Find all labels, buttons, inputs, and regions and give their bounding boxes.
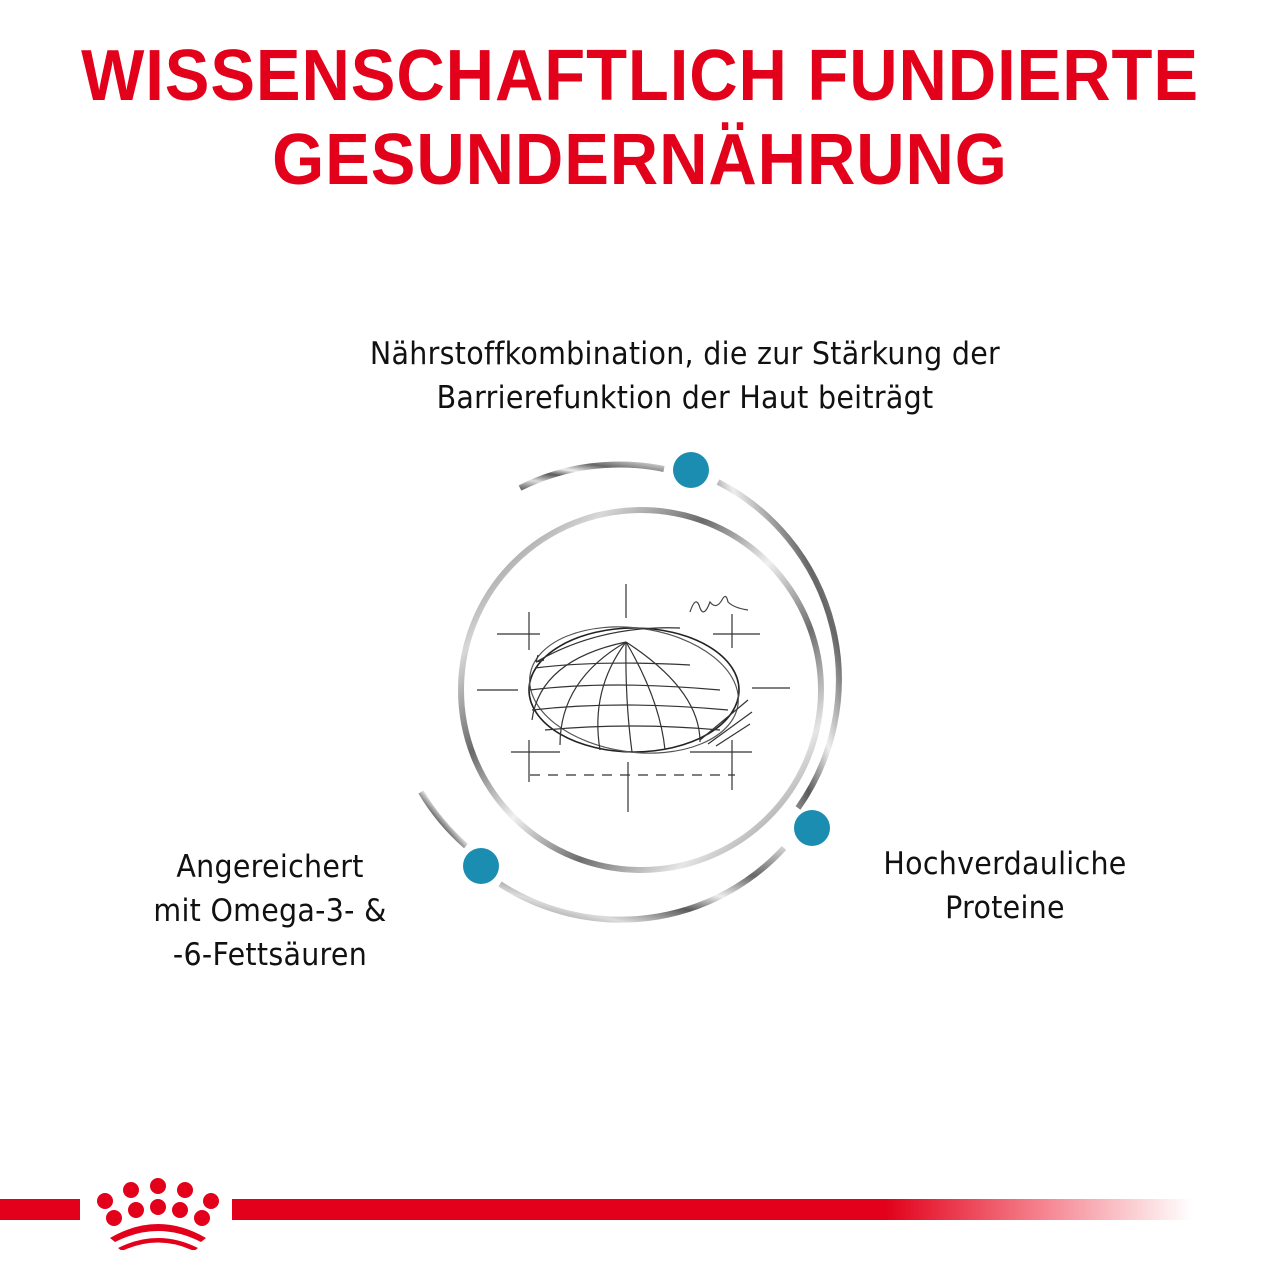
benefit-skin-barrier-line-1: Nährstoffkombination, die zur Stärkung d… xyxy=(369,336,1001,372)
benefit-proteins-line-2: Proteine xyxy=(945,890,1065,926)
kibble-sketch-icon xyxy=(477,584,790,812)
footer-bar-left xyxy=(0,1199,80,1220)
royal-crown-logo-icon xyxy=(97,1178,219,1250)
benefit-omega-line-1: Angereichert xyxy=(176,849,364,885)
benefit-digestible-proteins: Hochverdauliche Proteine xyxy=(853,842,1157,930)
benefit-omega-line-3: -6-Fettsäuren xyxy=(172,937,368,973)
headline-line-1: WISSENSCHAFTLICH FUNDIERTE xyxy=(81,36,1199,116)
headline-line-2: GESUNDERNÄHRUNG xyxy=(272,120,1008,200)
benefit-omega-line-2: mit Omega-3- & xyxy=(153,893,387,929)
footer-bar-right xyxy=(232,1199,1192,1220)
benefit-dot-left xyxy=(463,848,499,884)
benefit-skin-barrier-line-2: Barrierefunktion der Haut beiträgt xyxy=(436,380,934,416)
benefit-skin-barrier: Nährstoffkombination, die zur Stärkung d… xyxy=(276,332,1095,420)
benefit-dot-top xyxy=(673,452,709,488)
benefit-omega-fatty-acids: Angereichert mit Omega-3- & -6-Fettsäure… xyxy=(114,845,427,977)
headline: WISSENSCHAFTLICH FUNDIERTE GESUNDERNÄHRU… xyxy=(45,34,1235,202)
outer-ring-arcs xyxy=(418,461,842,923)
inner-ring xyxy=(458,507,824,873)
benefit-dot-right xyxy=(794,810,830,846)
benefit-proteins-line-1: Hochverdauliche xyxy=(883,846,1127,882)
